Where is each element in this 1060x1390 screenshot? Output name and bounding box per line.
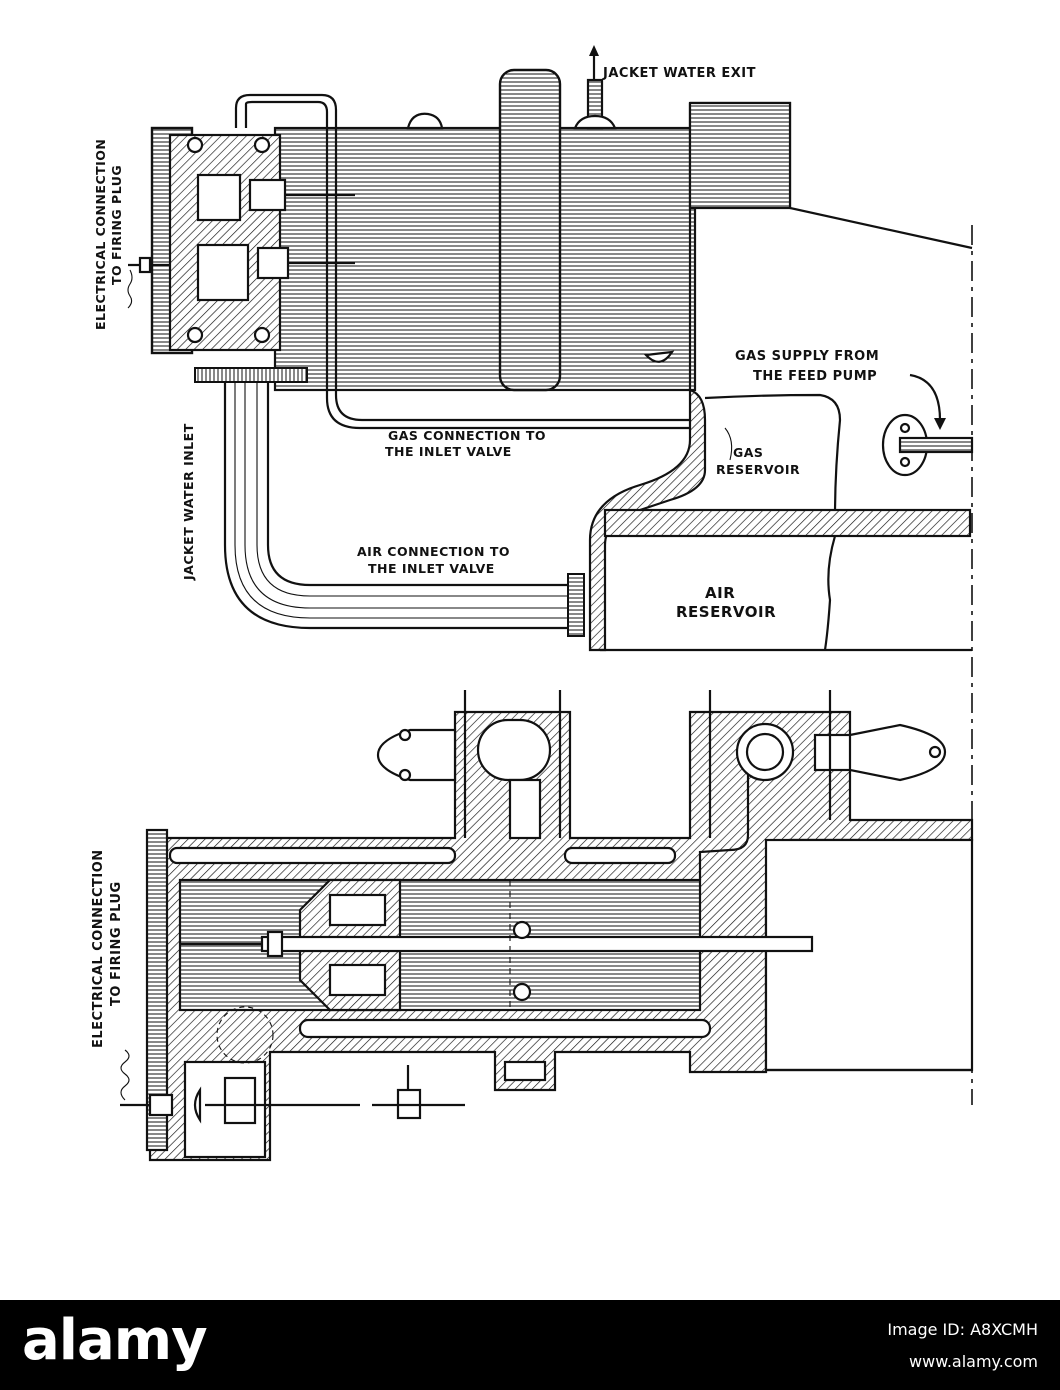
frame-top-lines: [688, 101, 792, 210]
cylinder-collar: [498, 68, 562, 392]
label-to-firing-plug-bottom: TO FIRING PLUG: [109, 881, 124, 1006]
label-electrical-connection-bottom: ELECTRICAL CONNECTION: [91, 849, 106, 1048]
air-inlet-flange: [848, 723, 947, 782]
label-gas-connection-line1: GAS CONNECTION TO: [388, 428, 546, 443]
watermark-url: www.alamy.com: [909, 1352, 1038, 1371]
cylinder-head-cover: [145, 828, 169, 1152]
valve-housing: [168, 133, 282, 352]
jacket-water-inlet-flange: [194, 367, 308, 383]
valve-passage: [698, 775, 750, 880]
gas-reservoir-outline: [704, 393, 842, 516]
cylinder-body: [273, 126, 697, 392]
top-boss: [406, 112, 444, 130]
air-connection-pipe: [223, 382, 570, 630]
bottom-section-view: [120, 690, 974, 1162]
gas-valve-chamber: [476, 718, 552, 782]
label-gas-supply-line2: THE FEED PUMP: [753, 369, 877, 384]
label-electrical-connection-top: ELECTRICAL CONNECTION: [93, 139, 108, 330]
label-jacket-water-inlet: JACKET WATER INLET: [181, 423, 196, 581]
gas-inlet-flange: [376, 728, 457, 782]
label-gas-supply-line1: GAS SUPPLY FROM: [735, 349, 879, 364]
igniter-body: [223, 1076, 257, 1125]
label-air-connection-line2: THE INLET VALVE: [368, 561, 495, 576]
alamy-logo: alamy: [22, 1308, 208, 1373]
label-to-firing-plug-top: TO FIRING PLUG: [109, 165, 124, 285]
water-jacket-upper: [168, 846, 457, 865]
image-id-text: Image ID: A8XCMH: [887, 1320, 1038, 1339]
bottom-boss: [643, 350, 675, 363]
reservoir-divider-wall: [603, 508, 972, 538]
label-jacket-water-exit: JACKET WATER EXIT: [602, 66, 756, 81]
label-gas-reservoir-line2: RESERVOIR: [716, 462, 800, 477]
exhaust-passage: [764, 838, 974, 1072]
top-elevation-view: [127, 45, 974, 1105]
label-air-reservoir-line2: RESERVOIR: [676, 603, 776, 621]
label-gas-reservoir-line1: GAS: [733, 445, 763, 460]
label-air-connection-line1: AIR CONNECTION TO: [357, 544, 510, 559]
label-gas-connection-line2: THE INLET VALVE: [385, 444, 512, 459]
gas-connection-pipe: [234, 93, 690, 422]
engine-cross-section-diagram: JACKET WATER EXIT ELECTRICAL CONNECTION …: [91, 45, 974, 1162]
air-pipe-flange: [567, 573, 585, 637]
water-jacket-lower: [298, 1018, 712, 1039]
air-reservoir-outline: [823, 535, 837, 651]
label-air-reservoir-line1: AIR: [705, 584, 735, 602]
watermark-bar: alamy Image ID: A8XCMH www.alamy.com: [0, 1300, 1060, 1390]
piston-rod: [260, 935, 814, 953]
